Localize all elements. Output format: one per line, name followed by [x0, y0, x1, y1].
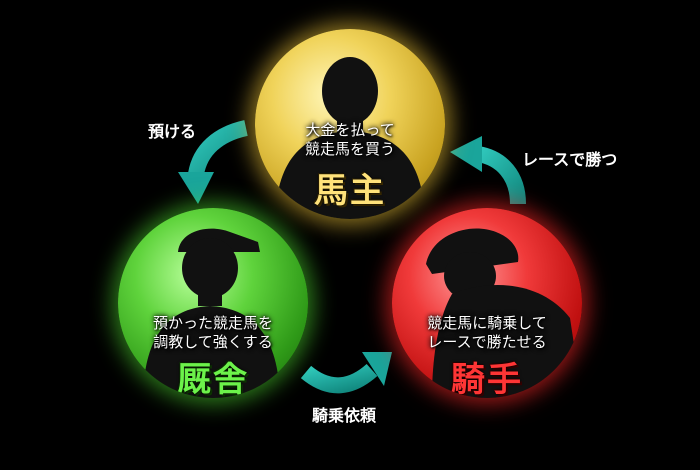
- stable-node: 預かった競走馬を 調教して強くする 厩舎: [118, 208, 308, 398]
- jockey-node: 競走馬に騎乗して レースで勝たせる 騎手: [392, 208, 582, 398]
- arrow-jockey-to-owner: [450, 136, 526, 205]
- jockey-desc-line1: 競走馬に騎乗して: [427, 314, 547, 332]
- jockey-name: 騎手: [451, 360, 523, 398]
- edge-label-stable-to-jockey: 騎乗依頼: [312, 406, 377, 425]
- stable-desc-line2: 調教して強くする: [153, 333, 273, 351]
- stable-name: 厩舎: [177, 360, 249, 398]
- arrow-stable-to-jockey: [300, 352, 392, 394]
- trainer-silhouette-icon: [143, 228, 280, 398]
- owner-name: 馬主: [314, 171, 386, 211]
- owner-desc-line2: 競走馬を買う: [304, 140, 395, 158]
- jockey-silhouette-icon: [426, 228, 582, 398]
- stable-desc-line1: 預かった競走馬を: [152, 314, 273, 332]
- jockey-description: 競走馬に騎乗して レースで勝たせる: [392, 314, 582, 352]
- owner-silhouette-icon: [275, 57, 425, 219]
- owner-node: 大金を払って 競走馬を買う 馬主: [255, 29, 445, 219]
- edge-label-owner-to-stable: 預ける: [148, 122, 197, 141]
- stable-description: 預かった競走馬を 調教して強くする: [118, 314, 308, 352]
- jockey-desc-line2: レースで勝たせる: [427, 333, 547, 351]
- arrow-owner-to-stable: [178, 120, 248, 204]
- owner-description: 大金を払って 競走馬を買う: [255, 121, 445, 159]
- owner-desc-line1: 大金を払って: [305, 121, 395, 139]
- edge-label-jockey-to-owner: レースで勝つ: [522, 150, 618, 169]
